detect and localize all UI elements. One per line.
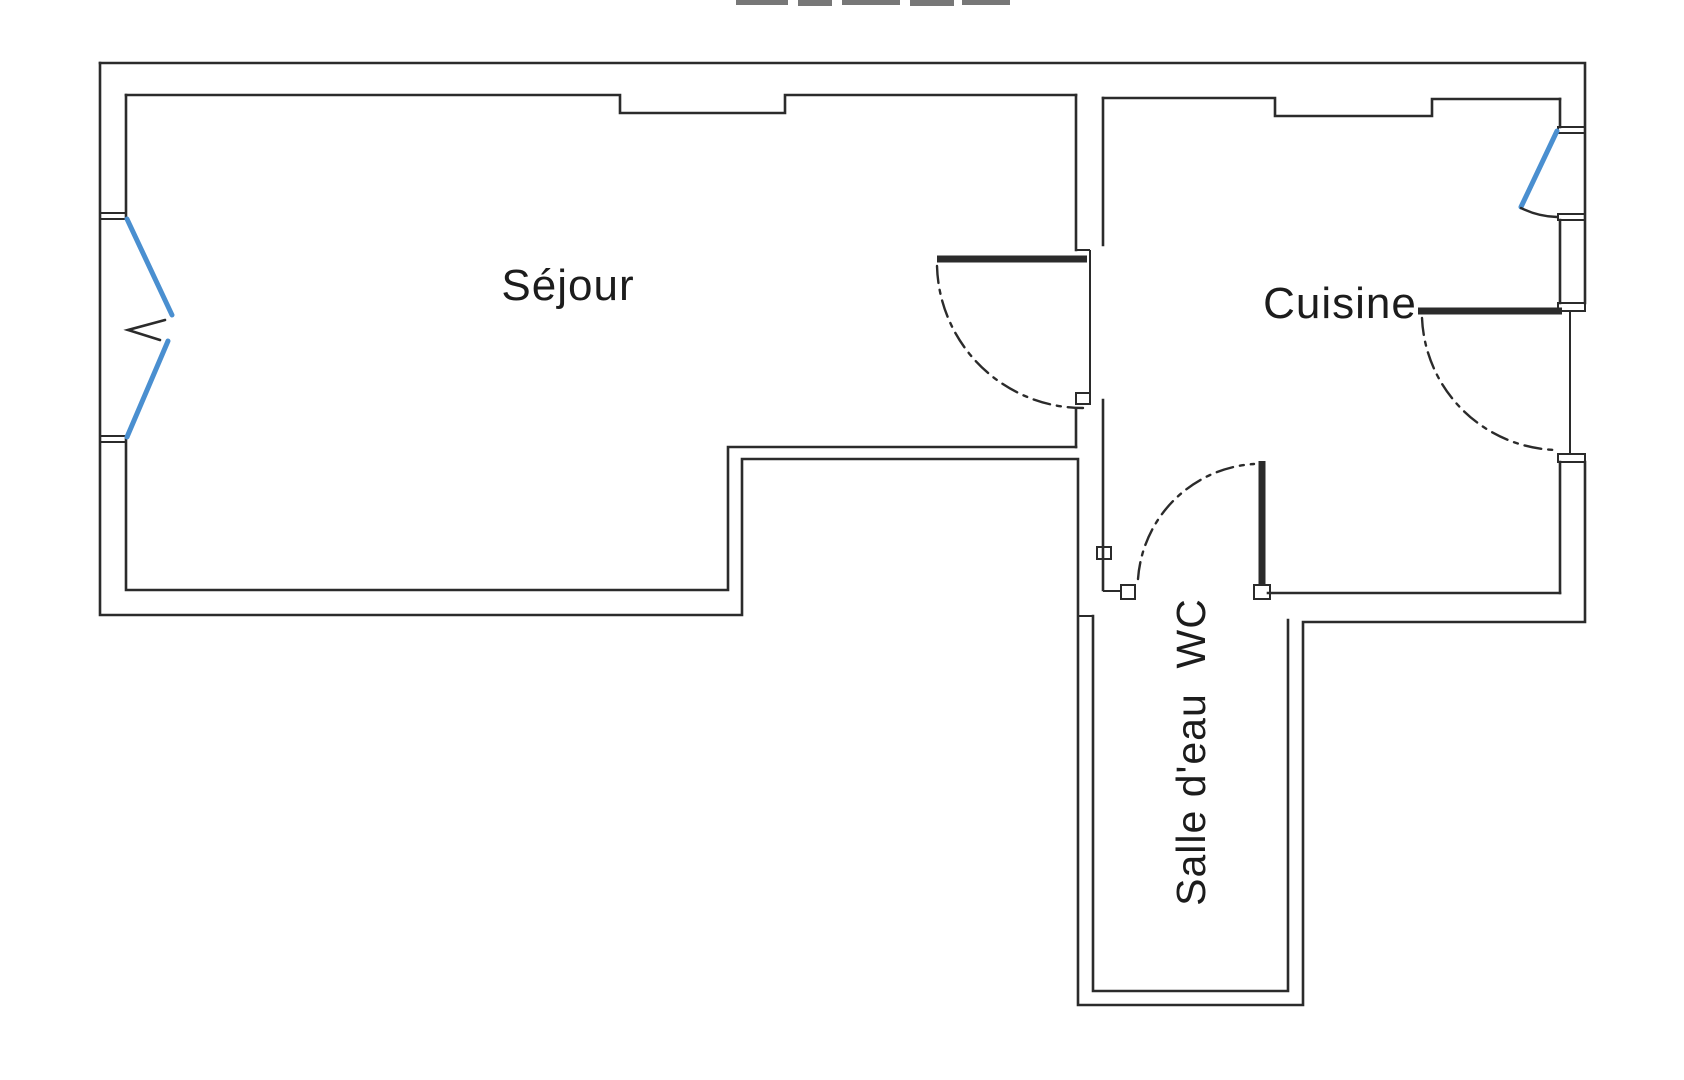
- scan-artifact-cropped-text: [736, 0, 1010, 6]
- cuisine-window-swing-arc: [1519, 206, 1559, 219]
- room-label-salle-eau-wc: Salle d'eau WC: [1168, 598, 1214, 906]
- cuisine-window-top-sill-tick: [1557, 126, 1586, 134]
- sejour-window-top-sill-tick: [99, 212, 127, 220]
- scan-artifact-fragment: [962, 0, 1010, 5]
- outer-walls: [98, 61, 1587, 1007]
- inner-walls: [99, 93, 1586, 993]
- room-labels: Séjour Cuisine Salle d'eau WC: [501, 261, 1417, 906]
- sejour-door-swing-arc: [935, 264, 1085, 410]
- window-swing-marks: [123, 206, 1559, 342]
- sejour-window-bottom-sill-tick: [99, 435, 127, 443]
- sejour-window-lower-leaf: [124, 338, 171, 440]
- scan-artifact-fragment: [842, 0, 900, 5]
- entry-door-swing-arc: [1420, 316, 1558, 452]
- partition-wall-end-threshold: [1096, 546, 1112, 560]
- sejour-window-meeting-chevron: [123, 318, 167, 342]
- cuisine-window-leaf: [1518, 128, 1560, 210]
- entry-door-top-jamb: [1557, 302, 1586, 312]
- salle-eau-door-swing-arc: [1136, 462, 1256, 581]
- scan-artifact-fragment: [910, 0, 954, 6]
- scan-artifact-fragment: [736, 0, 788, 5]
- window-leaves: [124, 128, 1560, 440]
- sejour-door-bottom-jamb: [1075, 392, 1091, 405]
- outer-wall-right-lower-bottom-left: [98, 61, 1587, 1007]
- room-label-cuisine: Cuisine: [1263, 279, 1417, 328]
- salle-eau-inner-walls: [1091, 614, 1290, 993]
- door-swing-arcs: [935, 264, 1558, 581]
- sejour-window-upper-leaf: [124, 216, 175, 318]
- room-label-sejour: Séjour: [501, 261, 634, 310]
- cuisine-top-wall-with-notch: [1101, 96, 1562, 118]
- entry-door-bottom-jamb: [1557, 453, 1586, 463]
- cuisine-window-bottom-sill-tick: [1557, 213, 1586, 221]
- outer-wall-top-and-right-upper: [98, 61, 1587, 305]
- scan-artifact-fragment: [798, 0, 832, 6]
- sejour-top-wall-with-notch: [124, 93, 1078, 115]
- salle-eau-door-left-threshold: [1120, 584, 1136, 600]
- door-leaves: [937, 255, 1562, 586]
- sejour-bottom-step-wall: [124, 435, 1078, 592]
